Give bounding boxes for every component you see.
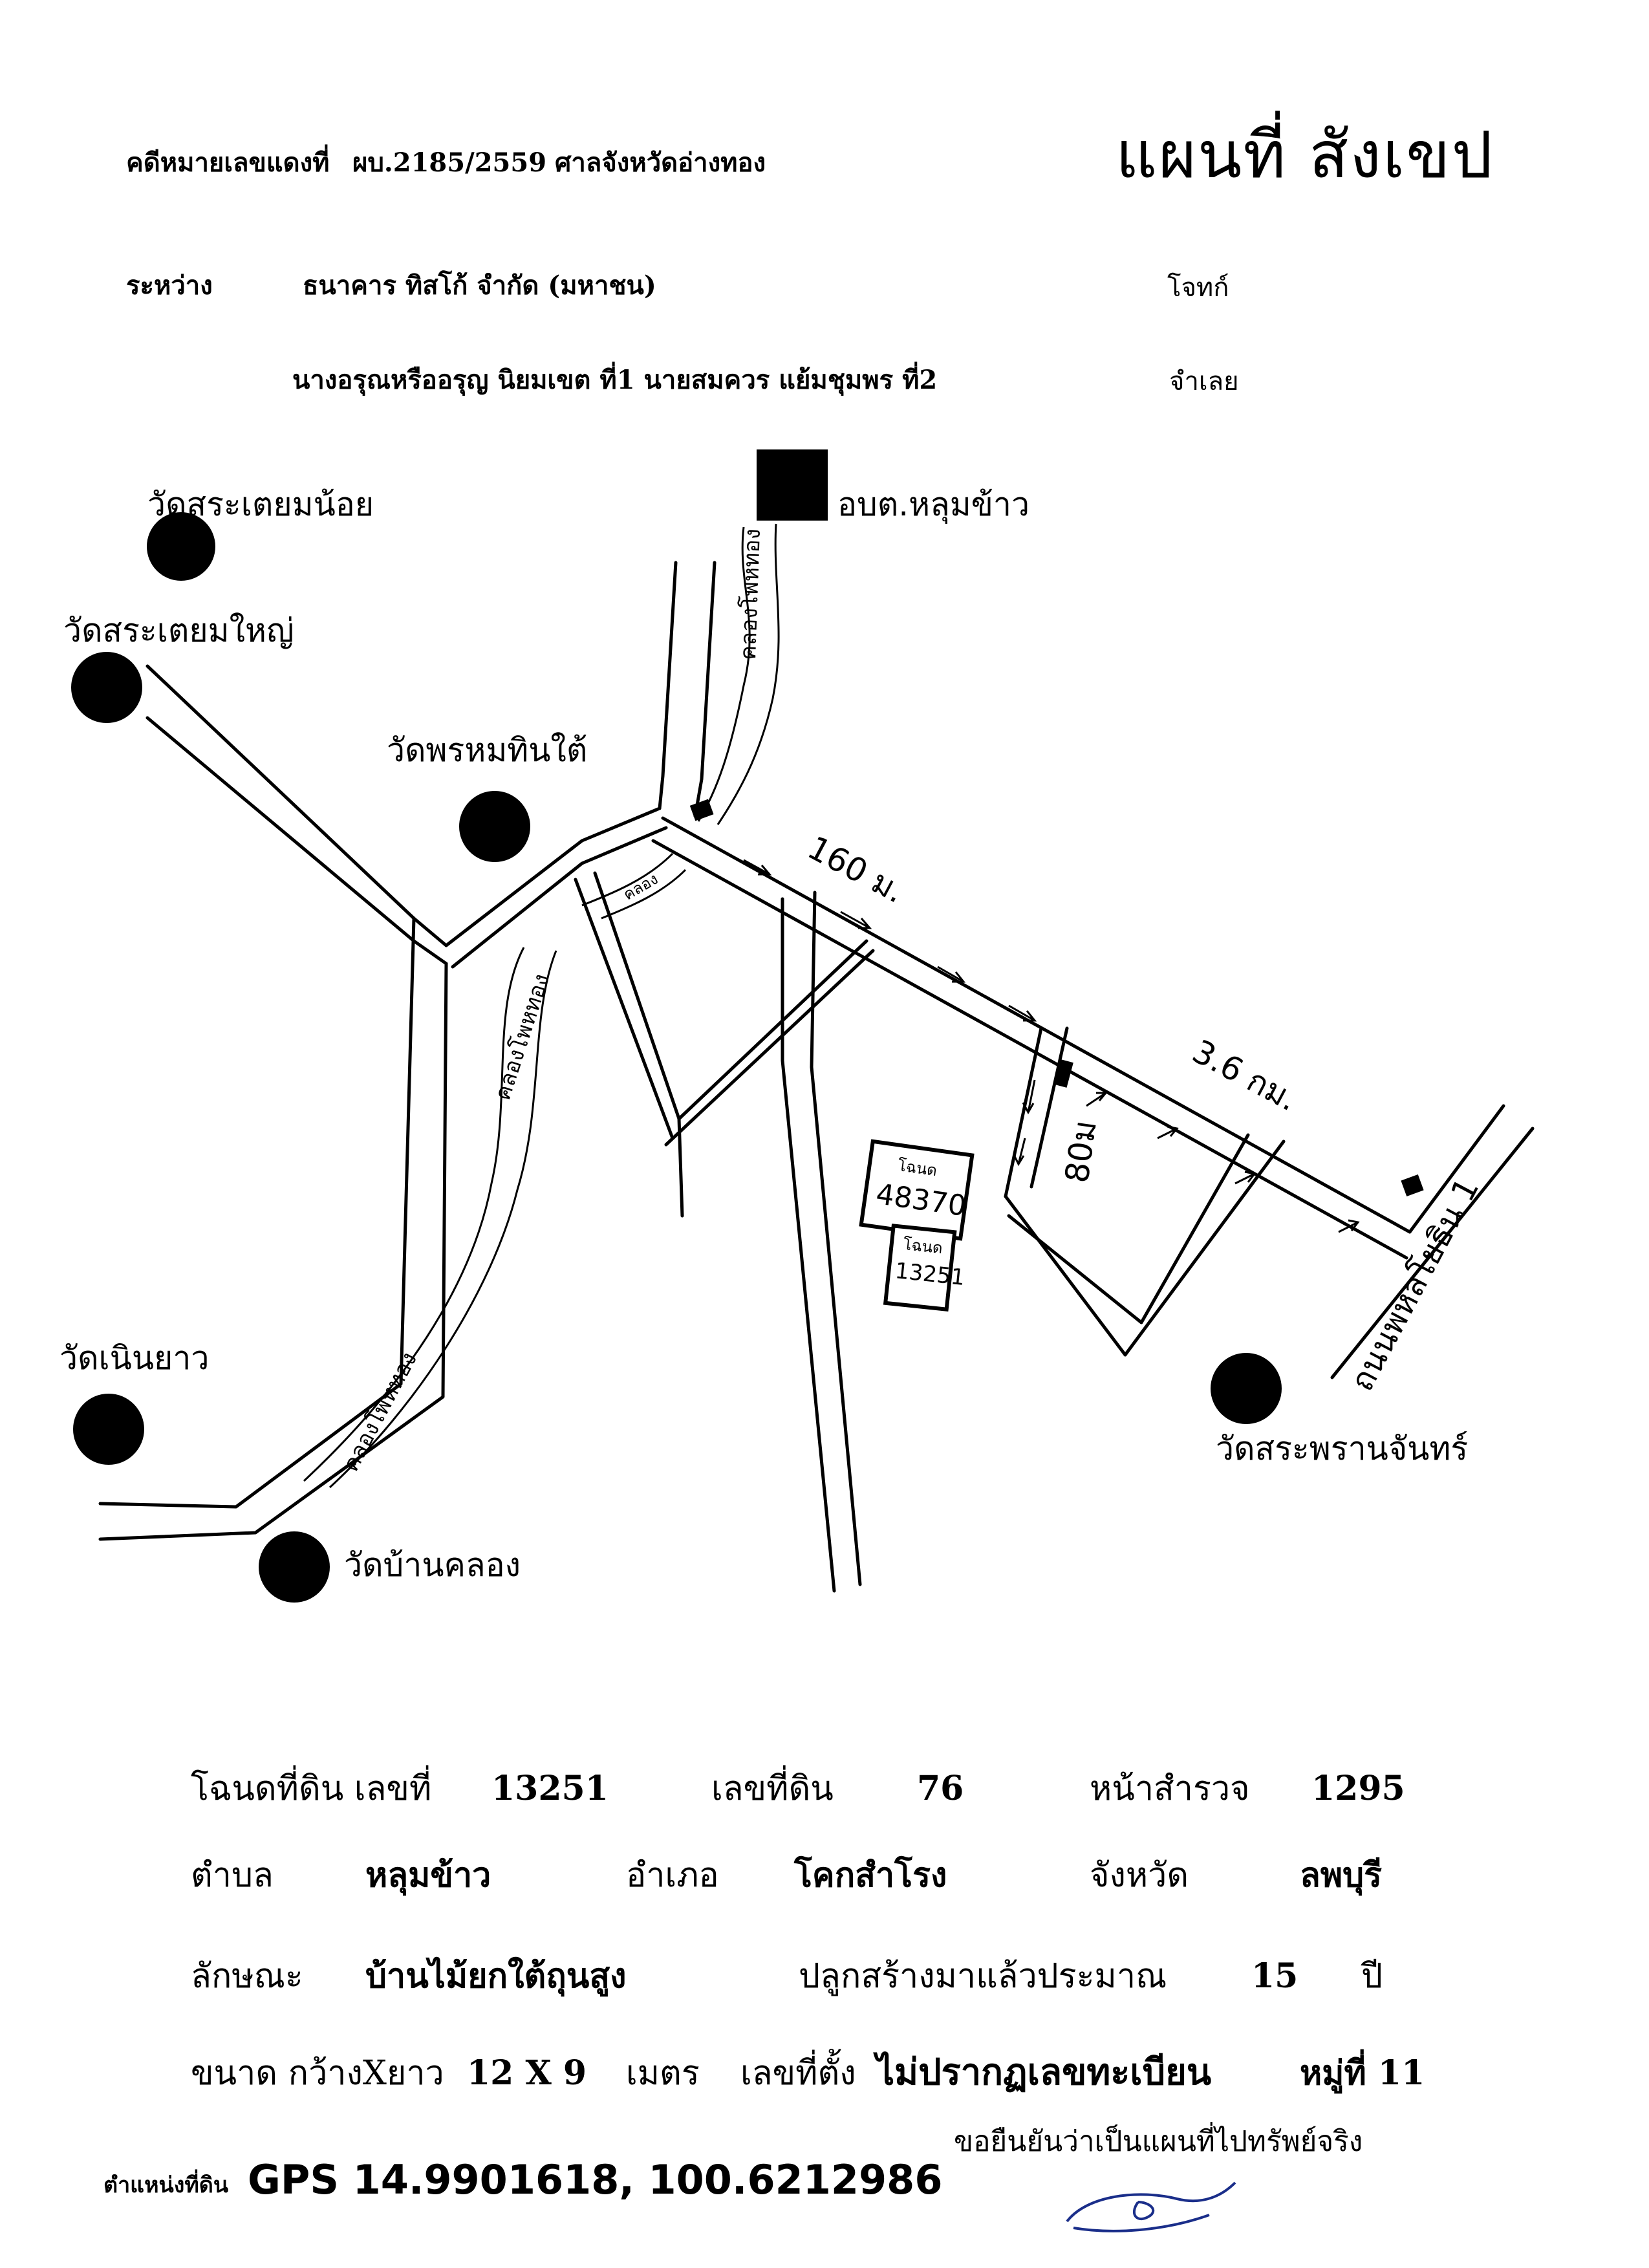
road-north-b bbox=[693, 561, 717, 818]
soi-b bbox=[1029, 1026, 1069, 1189]
wat-noen-yao-marker bbox=[73, 1394, 144, 1465]
built-label: ปลูกสร้างมาแล้วประมาณ bbox=[799, 1957, 1167, 1996]
built-unit: ปี bbox=[1361, 1957, 1383, 1996]
wat-phrom-thin-tai-marker bbox=[459, 791, 530, 862]
label-canal-top: คลองโพหทอง bbox=[735, 528, 766, 661]
property-marker bbox=[1054, 1059, 1073, 1088]
road-south-a bbox=[781, 897, 836, 1593]
plaintiff-role: โจทก์ bbox=[1167, 273, 1229, 303]
label-wat-ban-khlong: วัดบ้านคลอง bbox=[344, 1546, 521, 1584]
canal-top-a bbox=[697, 526, 751, 822]
tambon-value: หลุมข้าว bbox=[365, 1855, 491, 1895]
label-wat-sra-tiam-noi: วัดสระเตยมน้อย bbox=[147, 486, 374, 523]
confirm-statement: ขอยืนยันว่าเป็นแผนที่ไปทรัพย์จริง bbox=[954, 2125, 1363, 2158]
case-number: ผบ.2185/2559 bbox=[352, 147, 547, 178]
survey-value: 1295 bbox=[1311, 1769, 1405, 1808]
wat-sra-phra-chan-marker bbox=[1211, 1353, 1282, 1424]
road-diamond-c bbox=[1123, 1139, 1286, 1357]
road-left-a bbox=[98, 916, 416, 1509]
canal-top-b bbox=[717, 523, 780, 825]
road-phahon-a bbox=[1408, 1104, 1505, 1234]
deed-value: 13251 bbox=[491, 1769, 609, 1808]
parcel-13251-label: โฉนด bbox=[902, 1235, 944, 1258]
label-obt-lum-khao: อบต.หลุมข้าว bbox=[837, 486, 1030, 523]
signature-mark bbox=[1066, 2181, 1236, 2232]
built-value: 15 bbox=[1251, 1956, 1299, 1996]
road-south-b bbox=[810, 891, 862, 1586]
label-wat-phrom-thin-tai: วัดพรหมทินใต้ bbox=[387, 731, 588, 769]
land-no-label: เลขที่ดิน bbox=[711, 1769, 834, 1808]
address-label: เลขที่ตั้ง bbox=[740, 2054, 856, 2093]
defendant-role: จำเลย bbox=[1169, 367, 1239, 396]
label-wat-sra-tiam-yai: วัดสระเตยมใหญ่ bbox=[63, 612, 294, 649]
case-label: คดีหมายเลขแดงที่ bbox=[126, 147, 330, 178]
province-label: จังหวัด bbox=[1090, 1856, 1189, 1895]
canal-small-b bbox=[601, 869, 687, 920]
obt-building-marker bbox=[757, 449, 828, 521]
defendants-names: นางอรุณหรืออรุญ นิยมเขต ที่1 นายสมควร แย… bbox=[292, 365, 938, 395]
type-value: บ้านไม้ยกใต้ถุนสูง bbox=[365, 1956, 627, 1996]
wat-ban-khlong-marker bbox=[259, 1531, 330, 1603]
amphoe-label: อำเภอ bbox=[626, 1856, 719, 1895]
parcel-13251-box bbox=[883, 1224, 957, 1312]
size-value: 12 X 9 bbox=[467, 2053, 587, 2093]
moo-value: หมู่ที่ 11 bbox=[1300, 2053, 1425, 2093]
road-junction-a bbox=[444, 806, 662, 947]
road-phahon-b bbox=[1330, 1127, 1535, 1379]
between-label: ระหว่าง bbox=[126, 270, 213, 301]
type-label: ลักษณะ bbox=[191, 1957, 303, 1996]
size-label: ขนาด กว้างXยาว bbox=[191, 2054, 444, 2093]
tambon-label: ตำบล bbox=[191, 1856, 274, 1895]
road-east-a bbox=[661, 816, 1412, 1234]
phahon-marker bbox=[1401, 1174, 1424, 1197]
road-diamond-b bbox=[1007, 1133, 1250, 1324]
gps-coordinates: GPS 14.9901618, 100.6212986 bbox=[248, 2156, 943, 2203]
road-east-b bbox=[651, 839, 1408, 1260]
page-title: แผนที่ สังเขป bbox=[1116, 117, 1494, 193]
wat-sra-tiam-yai-marker bbox=[71, 652, 142, 723]
road-diamond-a bbox=[1004, 1194, 1127, 1357]
land-no-value: 76 bbox=[917, 1769, 964, 1808]
canal-small-a bbox=[581, 852, 674, 907]
road-junction-b bbox=[451, 826, 668, 969]
size-unit: เมตร bbox=[626, 2054, 700, 2093]
road-diagonal-a bbox=[146, 664, 448, 947]
plaintiff-name: ธนาคาร ทิสโก้ จำกัด (มหาชน) bbox=[303, 270, 656, 301]
label-wat-noen-yao: วัดเนินยาว bbox=[59, 1339, 210, 1377]
deed-label: โฉนดที่ดิน เลขที่ bbox=[191, 1769, 432, 1808]
amphoe-value: โคกสำโรง bbox=[794, 1855, 947, 1895]
distance-80m: 80ม bbox=[1058, 1118, 1104, 1185]
province-value: ลพบุรี bbox=[1300, 1855, 1383, 1895]
court-name: ศาลจังหวัดอ่างทอง bbox=[555, 147, 766, 178]
parcel-13251-number: 13251 bbox=[894, 1258, 966, 1291]
road-loop-d bbox=[664, 949, 875, 1147]
road-loop-c bbox=[677, 939, 868, 1121]
survey-label: หน้าสำรวจ bbox=[1090, 1769, 1250, 1808]
wat-sra-tiam-noi-marker bbox=[147, 512, 215, 581]
label-wat-sra-phra-chan: วัดสระพรานจันทร์ bbox=[1216, 1430, 1469, 1467]
road-left-b bbox=[98, 962, 448, 1541]
junction-marker bbox=[689, 799, 714, 821]
canal-left-a bbox=[303, 947, 525, 1482]
canal-left-b bbox=[329, 950, 557, 1489]
road-north-a bbox=[658, 561, 678, 810]
address-value: ไม่ปรากฏเลขทะเบียน bbox=[876, 2051, 1212, 2093]
road-loop-a bbox=[574, 878, 674, 1140]
gps-label: ตำแหน่งที่ดิน bbox=[103, 2172, 229, 2198]
soi-a bbox=[1004, 1026, 1043, 1198]
